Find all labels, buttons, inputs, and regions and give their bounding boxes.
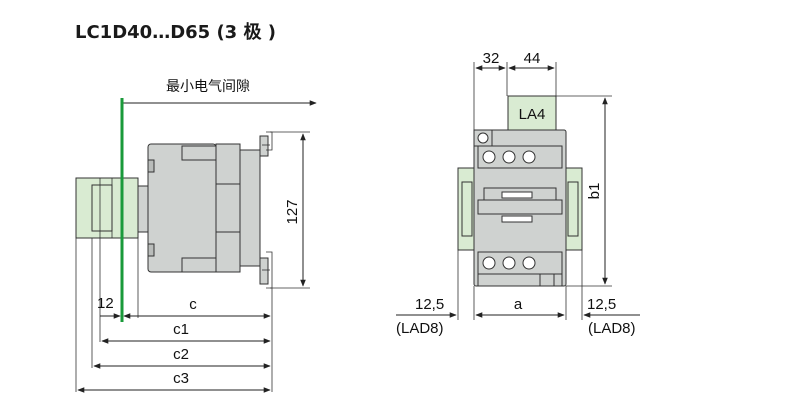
dim-c2: c2 bbox=[173, 346, 189, 363]
dim-b1: b1 bbox=[586, 183, 603, 200]
la4-module bbox=[507, 95, 557, 131]
dim-left-12-5: 12,5 bbox=[415, 296, 444, 313]
contactor-front-body bbox=[473, 129, 567, 287]
dim-44: 44 bbox=[524, 50, 541, 67]
page-title: LC1D40…D65 (3 极 ) bbox=[75, 22, 276, 43]
contactor-side-body bbox=[137, 131, 273, 289]
la4-label: LA4 bbox=[519, 106, 546, 123]
clearance-label: 最小电气间隙 bbox=[166, 79, 250, 95]
front-view: 32 44 LA4 bbox=[396, 50, 640, 337]
dim-127: 127 bbox=[284, 199, 301, 224]
dim-c: c bbox=[189, 296, 197, 313]
front-addon-block bbox=[75, 177, 139, 239]
dim-c1: c1 bbox=[173, 321, 189, 338]
dim-c3: c3 bbox=[173, 370, 189, 387]
side-view: 最小电气间隙 bbox=[75, 79, 317, 393]
dim-32: 32 bbox=[483, 50, 500, 67]
dim-left-lad8: (LAD8) bbox=[396, 320, 444, 337]
dim-right-12-5: 12,5 bbox=[587, 296, 616, 313]
dim-right-lad8: (LAD8) bbox=[588, 320, 636, 337]
dim-a: a bbox=[514, 296, 523, 313]
dim-12: 12 bbox=[97, 295, 114, 312]
